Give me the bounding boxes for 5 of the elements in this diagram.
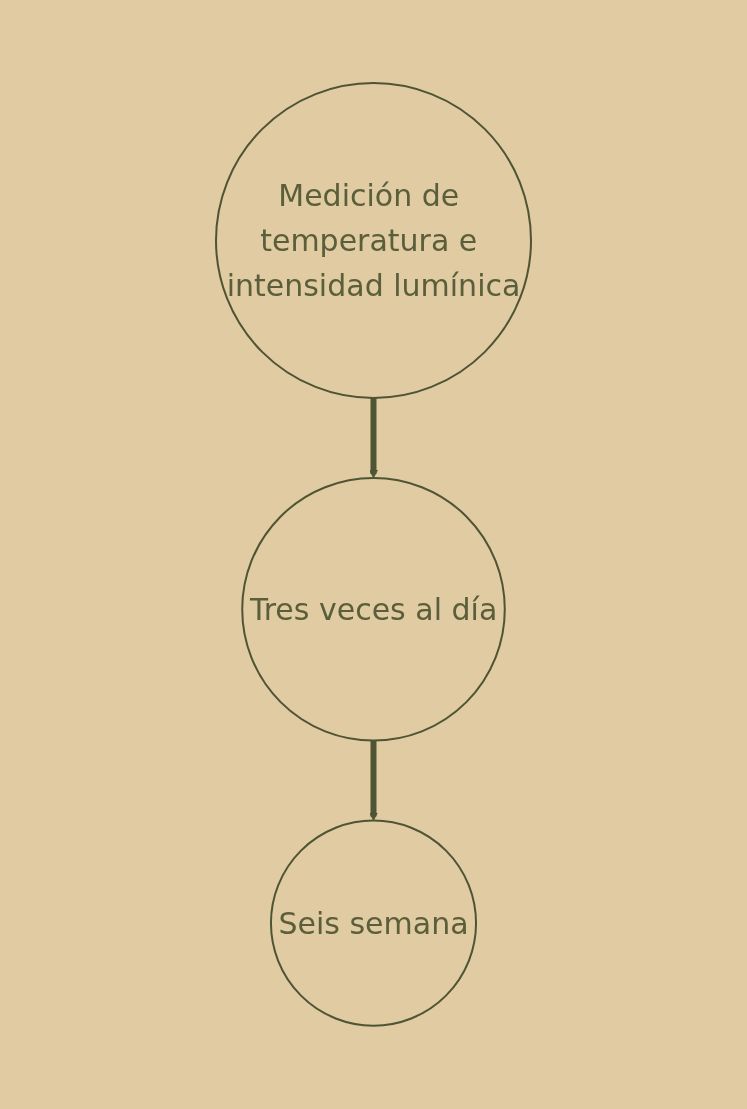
node-circle: Medición de temperatura e intensidad lumínica [215, 82, 532, 400]
node-circle: Tres veces al día [241, 477, 506, 742]
arrow [369, 398, 378, 479]
arrow [369, 740, 378, 822]
node-circle: Seis semana [269, 819, 478, 1027]
